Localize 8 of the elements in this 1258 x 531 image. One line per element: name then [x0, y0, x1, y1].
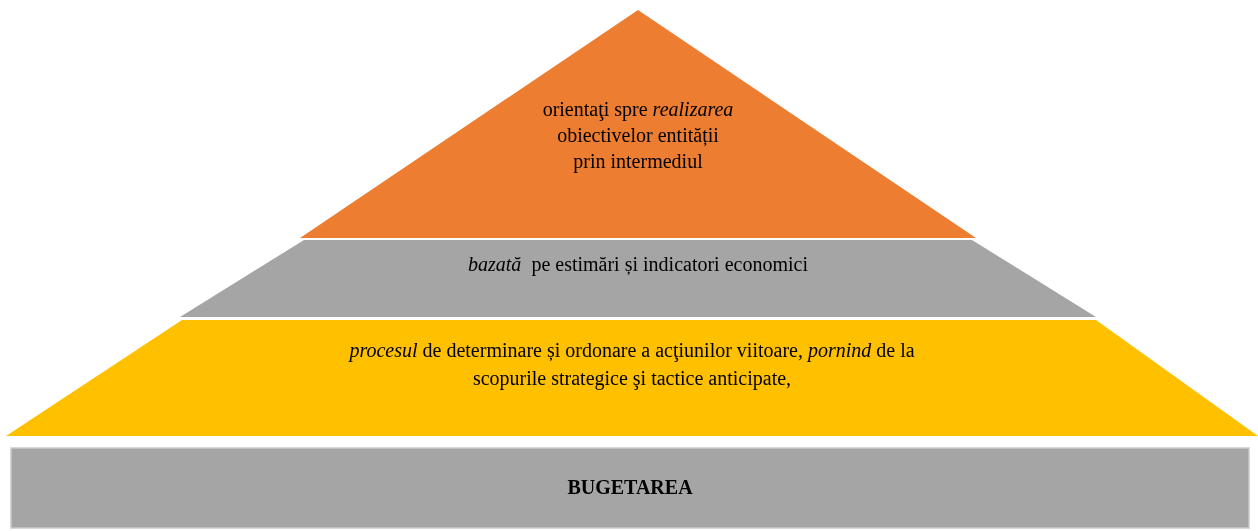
pyramid-base-layer [6, 320, 1258, 436]
layer-text: bazată pe estimări și indicatori economici [467, 252, 809, 276]
layer-text: orientaţi spre realizarea obiectivelor entității prin intermediul [541, 97, 735, 174]
layer-text: BUGETAREA [566, 475, 694, 500]
pyramid-middle-layer [180, 240, 1096, 317]
pyramid-top-triangle [300, 10, 976, 238]
layer-text: procesul de determinare și ordonare a acţiunilor viitoare, pornind de la scopurile strategice şi tactice anticipate, [347, 338, 916, 392]
base-bar [10, 447, 1250, 529]
